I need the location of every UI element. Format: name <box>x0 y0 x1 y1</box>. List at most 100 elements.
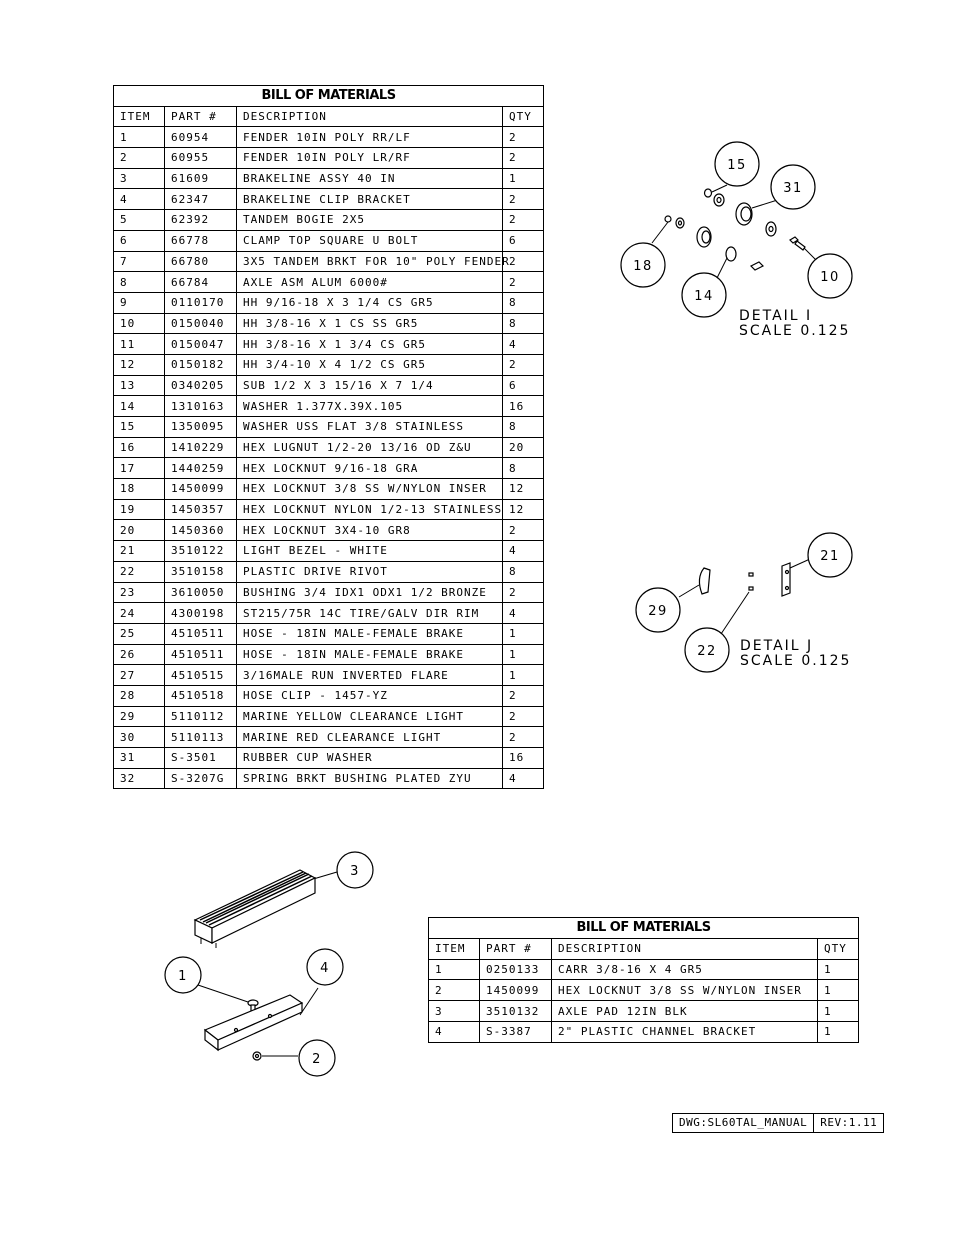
balloon-31: 31 <box>770 164 816 210</box>
balloon-4: 4 <box>306 948 344 986</box>
bom-header-row: ITEM PART # DESCRIPTION QTY <box>113 105 545 128</box>
part-number-cell: 1450099 <box>164 478 237 500</box>
item-cell: 27 <box>113 664 165 686</box>
bill-of-materials-main: BILL OF MATERIALS ITEM PART # DESCRIPTIO… <box>112 85 545 790</box>
balloon-22: 22 <box>684 627 730 673</box>
svg-text:SCALE 0.125: SCALE 0.125 <box>739 323 850 339</box>
locknut-icon <box>252 1051 262 1061</box>
svg-text:3: 3 <box>350 864 360 879</box>
part-number-cell: 4510515 <box>164 664 237 686</box>
axle-pad-assembly-drawing: 3 4 1 2 <box>164 851 374 1077</box>
qty-cell: 12 <box>501 498 545 521</box>
cup-washer-icon <box>735 202 753 226</box>
part-number-cell: 3510132 <box>479 1000 552 1022</box>
revision-number: REV:1.11 <box>814 1113 885 1133</box>
description-cell: 3X5 TANDEM BRKT FOR 10" POLY FENDER <box>236 250 509 273</box>
svg-text:1: 1 <box>178 969 188 984</box>
balloon-29: 29 <box>635 587 681 633</box>
axle-pad-icon <box>193 869 317 948</box>
description-cell: CARR 3/8-16 X 4 GR5 <box>551 958 818 981</box>
item-cell: 32 <box>113 767 165 790</box>
part-number-cell: 4510511 <box>164 622 237 645</box>
svg-text:29: 29 <box>648 604 668 619</box>
svg-text:18: 18 <box>633 259 653 274</box>
column-header-part: PART # <box>479 937 552 960</box>
washer-icon <box>675 217 685 229</box>
description-cell: HH 3/4-10 X 4 1/2 CS GR5 <box>236 353 503 376</box>
description-cell: ST215/75R 14C TIRE/GALV DIR RIM <box>236 602 503 624</box>
part-number-cell: 60955 <box>164 147 237 169</box>
detail-i-label: DETAIL I SCALE 0.125 <box>739 308 850 339</box>
detail-j-drawing: 21 29 22 DETAIL J SCALE 0.125 <box>635 532 853 673</box>
title-block: DWG:SL60TAL_MANUAL REV:1.11 <box>672 1113 885 1133</box>
description-cell: AXLE ASM ALUM 6000# <box>236 271 503 293</box>
svg-text:DETAIL J: DETAIL J <box>740 638 813 654</box>
part-number-cell: 0110170 <box>164 291 237 314</box>
detail-i-drawing: 15 31 18 10 14 DETAIL I SCALE 0.125 <box>620 141 853 339</box>
nut-icon <box>664 215 672 223</box>
item-cell: 12 <box>113 353 165 376</box>
balloon-3: 3 <box>336 851 374 889</box>
balloon-21: 21 <box>807 532 853 578</box>
qty-cell: 1 <box>501 622 545 645</box>
part-number-cell: 1450360 <box>164 519 237 542</box>
bill-of-materials-small: BILL OF MATERIALS ITEM PART # DESCRIPTIO… <box>427 917 860 1043</box>
bolt-icon <box>749 236 806 271</box>
part-number-cell: S-3207G <box>164 767 237 790</box>
item-cell: 29 <box>113 705 165 728</box>
item-cell: 24 <box>113 602 165 624</box>
drawing-number: DWG:SL60TAL_MANUAL <box>672 1113 815 1133</box>
part-number-cell: 4300198 <box>164 602 237 624</box>
clearance-light-icon <box>698 567 711 595</box>
part-number-cell: 3510158 <box>164 560 237 583</box>
qty-cell: 2 <box>501 684 545 707</box>
svg-text:10: 10 <box>820 270 840 285</box>
qty-cell: 4 <box>501 767 545 790</box>
item-cell: 25 <box>113 622 165 645</box>
svg-text:31: 31 <box>783 181 803 196</box>
cup-washer-icon <box>696 226 712 248</box>
description-cell: HH 3/8-16 X 1 3/4 CS GR5 <box>236 333 503 355</box>
qty-cell: 2 <box>501 209 545 231</box>
washer-icon <box>713 193 725 207</box>
svg-text:14: 14 <box>694 289 714 304</box>
part-number-cell: 3510122 <box>164 540 237 562</box>
bom-header-row: ITEM PART # DESCRIPTION QTY <box>428 937 860 960</box>
balloon-10: 10 <box>807 253 853 299</box>
svg-text:4: 4 <box>320 961 330 976</box>
description-cell: HH 9/16-18 X 3 1/4 CS GR5 <box>236 291 503 314</box>
bom-title: BILL OF MATERIALS <box>427 917 860 939</box>
description-cell: AXLE PAD 12IN BLK <box>551 1000 818 1022</box>
channel-bracket-icon <box>203 994 304 1052</box>
description-cell: 2" PLASTIC CHANNEL BRACKET <box>551 1020 818 1043</box>
qty-cell: 16 <box>501 395 545 417</box>
part-number-cell: 60954 <box>164 126 237 149</box>
svg-text:2: 2 <box>312 1052 322 1067</box>
part-number-cell: 66784 <box>164 271 237 293</box>
part-number-cell: 1410229 <box>164 436 237 459</box>
part-number-cell: 62347 <box>164 188 237 211</box>
svg-text:DETAIL I: DETAIL I <box>739 308 812 324</box>
washer-icon <box>725 246 737 262</box>
part-number-cell: 0250133 <box>479 958 552 981</box>
description-cell: HEX LOCKNUT 3/8 SS W/NYLON INSER <box>551 979 818 1002</box>
part-number-cell: 3610050 <box>164 581 237 604</box>
item-cell: 22 <box>113 560 165 583</box>
